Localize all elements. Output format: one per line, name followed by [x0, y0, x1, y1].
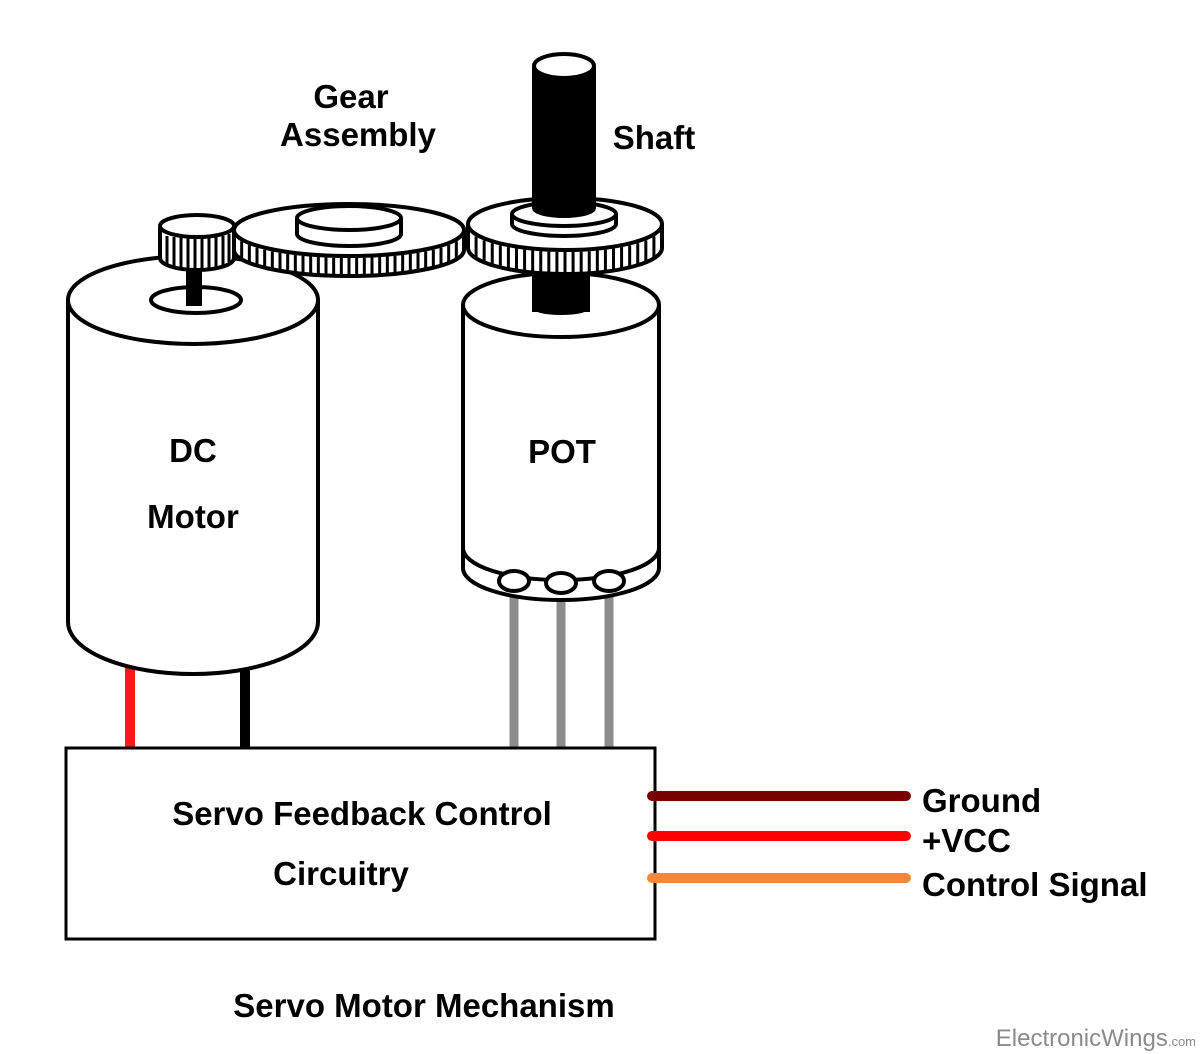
shaft-label: Shaft	[613, 119, 696, 156]
circuit-label-line2: Circuitry	[273, 855, 409, 892]
diagram-caption: Servo Motor Mechanism	[233, 987, 614, 1024]
motor-pinion-gear	[158, 213, 236, 272]
gear-assembly-label-line2: Assembly	[280, 116, 437, 153]
control-circuitry-box	[64, 746, 657, 941]
output-shaft	[532, 52, 596, 218]
pot-body	[461, 268, 661, 602]
watermark-brand: ElectronicWings	[996, 1025, 1168, 1052]
dc-motor-label-line1: DC	[169, 432, 217, 469]
dc-motor	[66, 254, 320, 676]
ground-label: Ground	[922, 782, 1041, 819]
gear-assembly-label-line1: Gear	[313, 78, 388, 115]
circuit-label-line1: Servo Feedback Control	[172, 795, 552, 832]
vcc-label: +VCC	[922, 822, 1011, 859]
idler-gear	[232, 202, 466, 278]
watermark: ElectronicWings.com	[996, 1025, 1196, 1052]
pot-wires	[509, 581, 614, 753]
watermark-suffix: .com	[1168, 1034, 1196, 1049]
control-signal-label: Control Signal	[922, 866, 1148, 903]
pot-terminals	[497, 569, 626, 595]
dc-motor-label-line2: Motor	[147, 498, 239, 535]
pot-label: POT	[528, 433, 596, 470]
